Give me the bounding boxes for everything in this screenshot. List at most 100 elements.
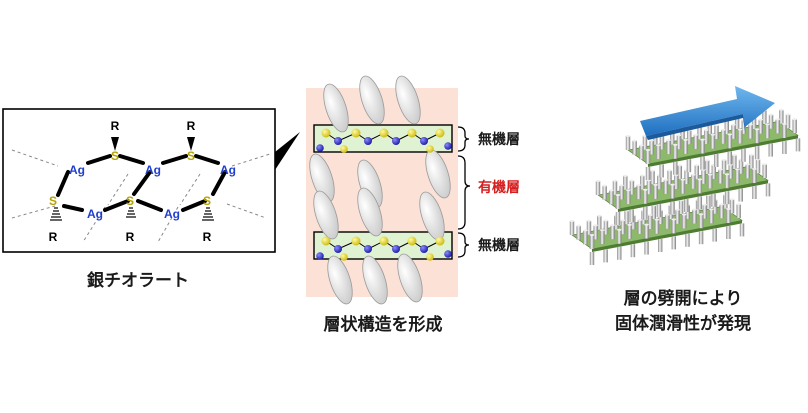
alkyl-pillar <box>701 169 706 184</box>
alkyl-pillar-top <box>677 164 683 167</box>
alkyl-pillar-down <box>724 191 730 205</box>
silver-atom-label: Ag <box>164 207 180 221</box>
alkyl-pillar-down <box>713 154 719 167</box>
alkyl-pillar <box>576 225 581 240</box>
alkyl-pillar-top <box>680 178 686 181</box>
alkyl-pillar <box>741 119 746 134</box>
sulfur-atom <box>407 128 417 138</box>
alkyl-pillar <box>694 165 699 180</box>
alkyl-pillar-down <box>643 206 648 220</box>
silver-atom <box>420 245 428 253</box>
alkyl-pillar <box>692 209 697 224</box>
alkyl-pillar <box>643 189 648 204</box>
alkyl-pillar <box>629 180 635 195</box>
alkyl-pillar-top <box>647 214 653 216</box>
alkyl-pillar-top <box>709 208 714 211</box>
alkyl-pillar <box>737 129 743 144</box>
alkyl-pillar-top <box>671 218 677 221</box>
alkyl-pillar <box>697 125 702 140</box>
alkyl-pillar-top <box>603 219 609 222</box>
alkyl-pillar <box>706 195 711 209</box>
sulfur-atom-label: S <box>111 149 119 163</box>
solid-lubricant-layer <box>595 153 771 225</box>
alkyl-pillar <box>597 215 602 230</box>
alkyl-pillar <box>586 220 592 235</box>
alkyl-pillar-top <box>754 128 760 131</box>
alkyl-pillar <box>623 175 628 190</box>
alkyl-pillar-down <box>671 236 677 250</box>
r-group-label: R <box>49 230 58 244</box>
silver-atom <box>364 137 372 145</box>
alkyl-pillar <box>697 179 703 194</box>
sulfur-atom <box>351 128 361 138</box>
alkyl-pillar <box>718 169 723 184</box>
sliding-arrow <box>640 86 775 140</box>
alkyl-pillar-down <box>765 183 771 197</box>
alkyl-pillar <box>653 184 658 199</box>
alkyl-pillar <box>765 124 770 139</box>
alkyl-pillar-down <box>615 212 621 225</box>
alkyl-pillar <box>755 159 761 174</box>
alkyl-chain <box>327 255 353 305</box>
alkyl-pillar-top <box>615 194 621 196</box>
alkyl-pillar-down <box>700 156 705 170</box>
layer-plate-edge <box>648 135 798 167</box>
alkyl-pillar <box>700 139 705 154</box>
layered-structure <box>306 75 471 305</box>
alkyl-pillar <box>681 214 687 229</box>
sulfur-atom <box>321 128 331 138</box>
alkyl-pillar <box>651 205 657 220</box>
alkyl-pillar-down <box>659 164 664 178</box>
silver-atom <box>334 137 342 145</box>
alkyl-pillar-top <box>595 180 601 182</box>
sulfur-atom <box>435 128 445 138</box>
alkyl-pillar-top <box>707 173 713 176</box>
alkyl-pillar <box>663 179 669 194</box>
alkyl-pillar <box>785 114 791 129</box>
alkyl-pillar-top <box>589 234 595 236</box>
alkyl-pillar <box>624 210 629 225</box>
alkyl-pillar <box>693 134 699 149</box>
alkyl-pillar-top <box>692 208 697 211</box>
alkyl-pillar-top <box>650 169 655 172</box>
alkyl-pillar-down <box>752 186 757 199</box>
alkyl-pillar-top <box>623 174 628 177</box>
alkyl-pillar <box>677 165 683 180</box>
alkyl-pillar <box>593 225 598 240</box>
left-caption: 銀チオラート <box>87 270 189 291</box>
alkyl-pillar <box>749 154 754 169</box>
sulfur-atom <box>379 236 389 246</box>
alkyl-pillar-top <box>666 139 671 142</box>
alkyl-pillar-top <box>721 158 727 161</box>
alkyl-pillar <box>637 219 643 234</box>
silver-atom <box>392 137 400 145</box>
alkyl-pillar-top <box>737 128 743 131</box>
alkyl-pillar-down <box>603 249 608 263</box>
alkyl-pillar <box>732 155 737 169</box>
alkyl-chain <box>357 187 383 237</box>
r-hashed-bond <box>50 207 214 221</box>
inorganic-atoms <box>316 128 452 261</box>
alkyl-pillar <box>664 214 670 229</box>
alkyl-pillar <box>680 179 686 194</box>
alkyl-pillar-top <box>736 203 741 206</box>
alkyl-pillar-top <box>656 144 661 147</box>
alkyl-pillar <box>698 214 704 229</box>
r-hashed-bond <box>126 207 136 218</box>
alkyl-pillar-down <box>673 161 678 175</box>
alkyl-pillar <box>745 164 750 179</box>
alkyl-pillar-top <box>749 153 754 156</box>
alkyl-pillar <box>704 160 710 175</box>
alkyl-pillar-top <box>644 223 649 226</box>
alkyl-pillar-top <box>675 208 680 211</box>
sulfur-atom-label: S <box>49 194 57 208</box>
alkyl-pillar-top <box>745 163 750 166</box>
alkyl-pillar <box>640 175 645 190</box>
alkyl-pillar-top <box>627 223 632 226</box>
alkyl-pillar-top <box>735 168 740 171</box>
alkyl-pillar-down <box>768 143 773 157</box>
alkyl-pillar-top <box>637 218 643 221</box>
alkyl-pillar <box>751 114 757 129</box>
alkyl-pillar <box>644 224 649 239</box>
